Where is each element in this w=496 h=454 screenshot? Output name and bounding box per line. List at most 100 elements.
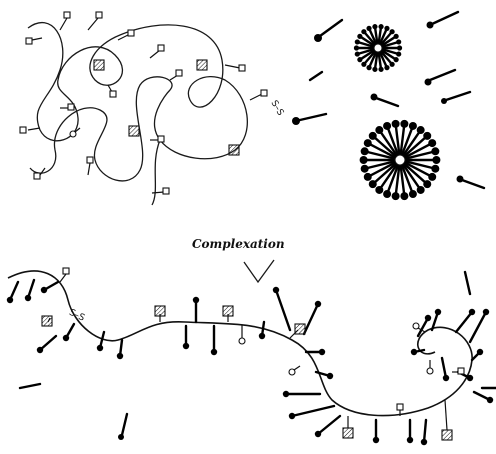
bound-surfactant-head <box>411 349 417 355</box>
bound-surfactant-head <box>289 413 295 419</box>
bound-surfactant-head <box>193 297 199 303</box>
free-surfactant <box>427 12 459 29</box>
micelle-surfactant-head <box>366 26 371 31</box>
free-surfactant <box>465 272 470 294</box>
micelle-surfactant-head <box>372 24 377 29</box>
complexation-arrow <box>244 260 274 282</box>
hydrophobic-group <box>229 145 239 155</box>
micelle-surfactant-head <box>366 65 371 70</box>
bound-surfactant-head <box>259 333 265 339</box>
random-coil-polymer: S–S <box>20 12 285 205</box>
hydrophobic-group <box>129 126 139 136</box>
micelle-surfactant-head <box>394 57 399 62</box>
micelle-surfactant-head <box>369 132 377 140</box>
bound-surfactant-tail <box>304 304 318 334</box>
micelle-surfactant-head <box>428 139 436 147</box>
micelle-surfactant-head <box>372 67 377 72</box>
micelle-surfactant-head <box>390 29 395 34</box>
bound-surfactant-head <box>319 349 325 355</box>
free-surfactant <box>371 94 399 107</box>
bound-surfactant-tail <box>424 420 426 442</box>
bound-surfactant-head <box>63 335 69 341</box>
micelle-surfactant-head <box>417 126 425 134</box>
hydrophobic-group <box>197 60 207 70</box>
free-surfactant <box>441 92 470 104</box>
micelle-surfactant-head <box>396 39 401 44</box>
bound-surfactant-head <box>315 431 321 437</box>
micelle-surfactant-head <box>361 62 366 67</box>
disulfide-bond-label-bottom: S–S <box>67 308 86 324</box>
polymer-surfactant-complex: S–S <box>7 268 493 445</box>
bound-surfactant-head <box>273 287 279 293</box>
bound-surfactant-head <box>373 437 379 443</box>
coil-backbone <box>28 23 247 181</box>
bound-surfactant-tail <box>456 312 472 332</box>
free-surfactant <box>20 384 40 388</box>
free-surfactants-bottom <box>20 272 496 440</box>
micelle-surfactant-head <box>369 180 377 188</box>
bound-surfactant-head <box>97 345 103 351</box>
micelle-surfactant-head <box>364 139 372 147</box>
micelle-surfactant-head <box>357 57 362 62</box>
bound-surfactant-head <box>477 349 483 355</box>
micelle-surfactant-head <box>417 186 425 194</box>
free-surfactant <box>314 20 342 42</box>
bound-surfactant-head <box>37 347 43 353</box>
micelle-surfactant-head <box>409 122 417 130</box>
micelle-surfactant-head <box>423 180 431 188</box>
free-surfactant <box>457 176 485 189</box>
micelle-surfactant-head <box>432 156 440 164</box>
bound-surfactant-head <box>117 353 123 359</box>
hydrophobic-group <box>155 306 165 316</box>
micelle-surfactant-head <box>354 45 359 50</box>
hydrophobic-group <box>42 316 52 326</box>
micelle-surfactant-head <box>378 67 383 72</box>
bound-surfactant-head <box>407 437 413 443</box>
micelle-surfactant-head <box>383 122 391 130</box>
micelle-surfactant-head <box>361 165 369 173</box>
free-surfactant <box>425 70 456 86</box>
free-surfactant <box>292 114 326 125</box>
micelle-surfactant-head <box>431 147 439 155</box>
hydrophobic-group <box>295 324 305 334</box>
micelle-surfactant-head <box>390 62 395 67</box>
micelle-surfactant-head <box>394 34 399 39</box>
bound-surfactant-head <box>435 309 441 315</box>
micelle-surfactant-head <box>378 24 383 29</box>
micelle-surfactant-head <box>396 51 401 56</box>
micelle-surfactant-head <box>355 39 360 44</box>
coil-tail <box>152 140 160 205</box>
bound-surfactants <box>7 280 493 445</box>
bound-surfactant-head <box>443 375 449 381</box>
micelle-surfactant-head <box>383 190 391 198</box>
bound-surfactant-head <box>7 297 13 303</box>
micelle-surfactant-head <box>384 26 389 31</box>
hydrophobic-group <box>343 428 353 438</box>
micelle-surfactant-head <box>355 51 360 56</box>
micelle-surfactant-head <box>409 190 417 198</box>
bound-surfactant-head <box>425 315 431 321</box>
hydrophobic-group <box>223 306 233 316</box>
micelle-surfactant-head <box>375 186 383 194</box>
disulfide-bond-label-top: S–S <box>269 99 286 118</box>
micelle-surfactant-head <box>400 192 408 200</box>
bound-surfactant-tail <box>318 416 340 434</box>
micelle-core <box>395 155 405 165</box>
bound-surfactant-tail <box>292 406 334 416</box>
micelle-surfactant-head <box>400 120 408 128</box>
micelle-surfactant-head <box>360 156 368 164</box>
micelle-large <box>360 120 441 200</box>
micelle-core <box>374 44 382 52</box>
bound-surfactant-head <box>469 309 475 315</box>
complexation-label: Complexation <box>192 237 285 251</box>
bound-surfactant-head <box>421 439 427 445</box>
micelle-surfactant-head <box>357 34 362 39</box>
micelle-surfactant-head <box>397 45 402 50</box>
coil-pendant-groups <box>20 12 267 194</box>
micelle-surfactant-head <box>423 132 431 140</box>
micelle-surfactant-head <box>361 29 366 34</box>
micelle-surfactant-head <box>392 120 400 128</box>
bound-surfactant-head <box>467 375 473 381</box>
